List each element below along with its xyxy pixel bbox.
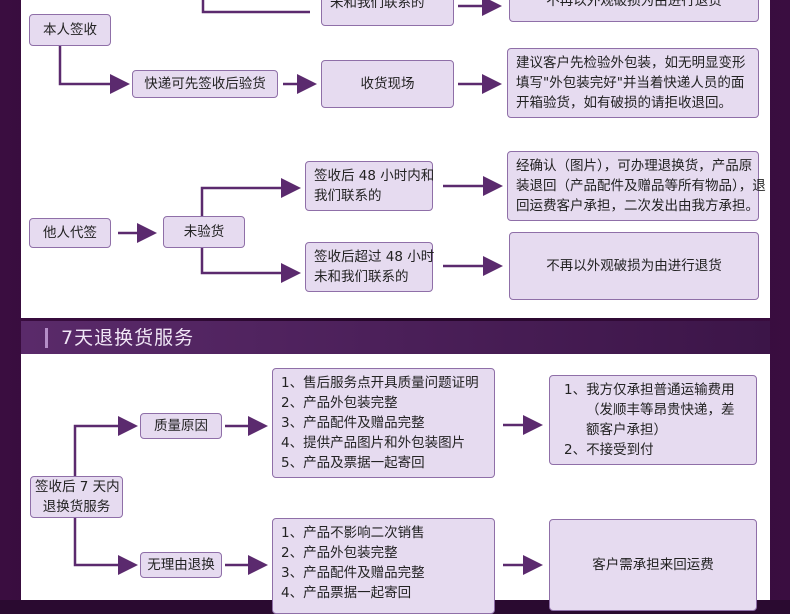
quality-result-line: 2、不接受到付: [564, 442, 654, 458]
quality-result-line: （发顺丰等昂贵快递，差: [586, 402, 735, 418]
quality-req-line: 1、售后服务点开具质量问题证明: [281, 375, 479, 391]
no-reason-node: 无理由退换: [140, 552, 222, 578]
within48-line: 签收后 48 小时内和: [314, 168, 435, 184]
quality-req-line: 2、产品外包装完整: [281, 395, 398, 411]
beyond48-line: 未和我们联系的: [314, 269, 409, 285]
quality-result-line: 1、我方仅承担普通运输费用: [564, 382, 735, 398]
within48-line: 我们联系的: [314, 188, 382, 204]
no-reason-req-line: 2、产品外包装完整: [281, 545, 398, 561]
quality-result-line: 额客户承担）: [586, 422, 667, 438]
not-inspected-node: 未验货: [163, 216, 245, 248]
advice-line: 开箱验货，如有破损的请拒收退回。: [516, 95, 732, 111]
top-outcome-label: 不再以外观破损为由进行退货: [546, 0, 722, 9]
no-reason-label: 无理由退换: [147, 557, 215, 573]
quality-req-line: 3、产品配件及赠品完整: [281, 415, 425, 431]
advice-line: 填写"外包装完好"并当着快递人员的面: [516, 75, 745, 91]
proxy-sign-label: 他人代签: [43, 225, 97, 241]
no-reason-result-label: 客户需承担来回运费: [592, 557, 714, 573]
not-inspected-label: 未验货: [183, 224, 225, 240]
self-sign-label: 本人签收: [43, 22, 97, 38]
confirm-line: 经确认（图片），可办理退换货，产品原: [516, 158, 753, 174]
quality-result-node: 1、我方仅承担普通运输费用 （发顺丰等昂贵快递，差 额客户承担） 2、不接受到付: [549, 375, 757, 465]
top-result-line: 未和我们联系的: [330, 0, 425, 11]
confirm-line: 回运费客户承担，二次发出由我方承担。: [516, 198, 759, 214]
no-reason-result-node: 客户需承担来回运费: [549, 519, 757, 611]
section-title: 7天退换货服务: [61, 327, 195, 349]
advice-line: 建议客户先检验外包装，如无明显变形: [516, 55, 746, 71]
no-reason-req-line: 3、产品配件及赠品完整: [281, 565, 425, 581]
advice-node: 建议客户先检验外包装，如无明显变形 填写"外包装完好"并当着快递人员的面 开箱验…: [507, 48, 759, 118]
section-header: 7天退换货服务: [21, 321, 770, 354]
proxy-sign-node: 他人代签: [29, 218, 111, 248]
self-sign-node: 本人签收: [29, 14, 111, 46]
confirm-node: 经确认（图片），可办理退换货，产品原 装退回（产品配件及赠品等所有物品），退 回…: [507, 151, 766, 221]
beyond48-line: 签收后超过 48 小时: [314, 249, 435, 265]
no-reason-req-line: 4、产品票据一起寄回: [281, 585, 412, 601]
quality-label: 质量原因: [154, 418, 208, 434]
seven-day-line: 签收后 7 天内: [35, 479, 120, 495]
no-return-node: 不再以外观破损为由进行退货: [509, 232, 759, 300]
quality-req-line: 5、产品及票据一起寄回: [281, 455, 425, 471]
courier-inspect-node: 快递可先签收后验货: [132, 70, 278, 98]
seven-day-line: 退换货服务: [42, 499, 111, 515]
top-result-node: 未和我们联系的: [321, 0, 454, 26]
within48-node: 签收后 48 小时内和 我们联系的: [305, 161, 435, 211]
courier-inspect-label: 快递可先签收后验货: [144, 76, 266, 92]
no-return-label: 不再以外观破损为由进行退货: [546, 258, 722, 274]
confirm-line: 装退回（产品配件及赠品等所有物品），退: [516, 178, 766, 194]
quality-node: 质量原因: [140, 413, 222, 439]
quality-req-line: 4、提供产品图片和外包装图片: [281, 435, 466, 451]
receive-site-label: 收货现场: [360, 76, 415, 92]
seven-day-node: 签收后 7 天内 退换货服务: [30, 476, 123, 518]
top-outcome-node: 不再以外观破损为由进行退货: [509, 0, 759, 22]
receive-site-node: 收货现场: [321, 60, 454, 108]
no-reason-req-line: 1、产品不影响二次销售: [281, 525, 425, 541]
quality-reqs-node: 1、售后服务点开具质量问题证明 2、产品外包装完整 3、产品配件及赠品完整 4、…: [272, 368, 495, 478]
section-header-bar: [45, 328, 48, 348]
beyond48-node: 签收后超过 48 小时 未和我们联系的: [305, 242, 435, 292]
